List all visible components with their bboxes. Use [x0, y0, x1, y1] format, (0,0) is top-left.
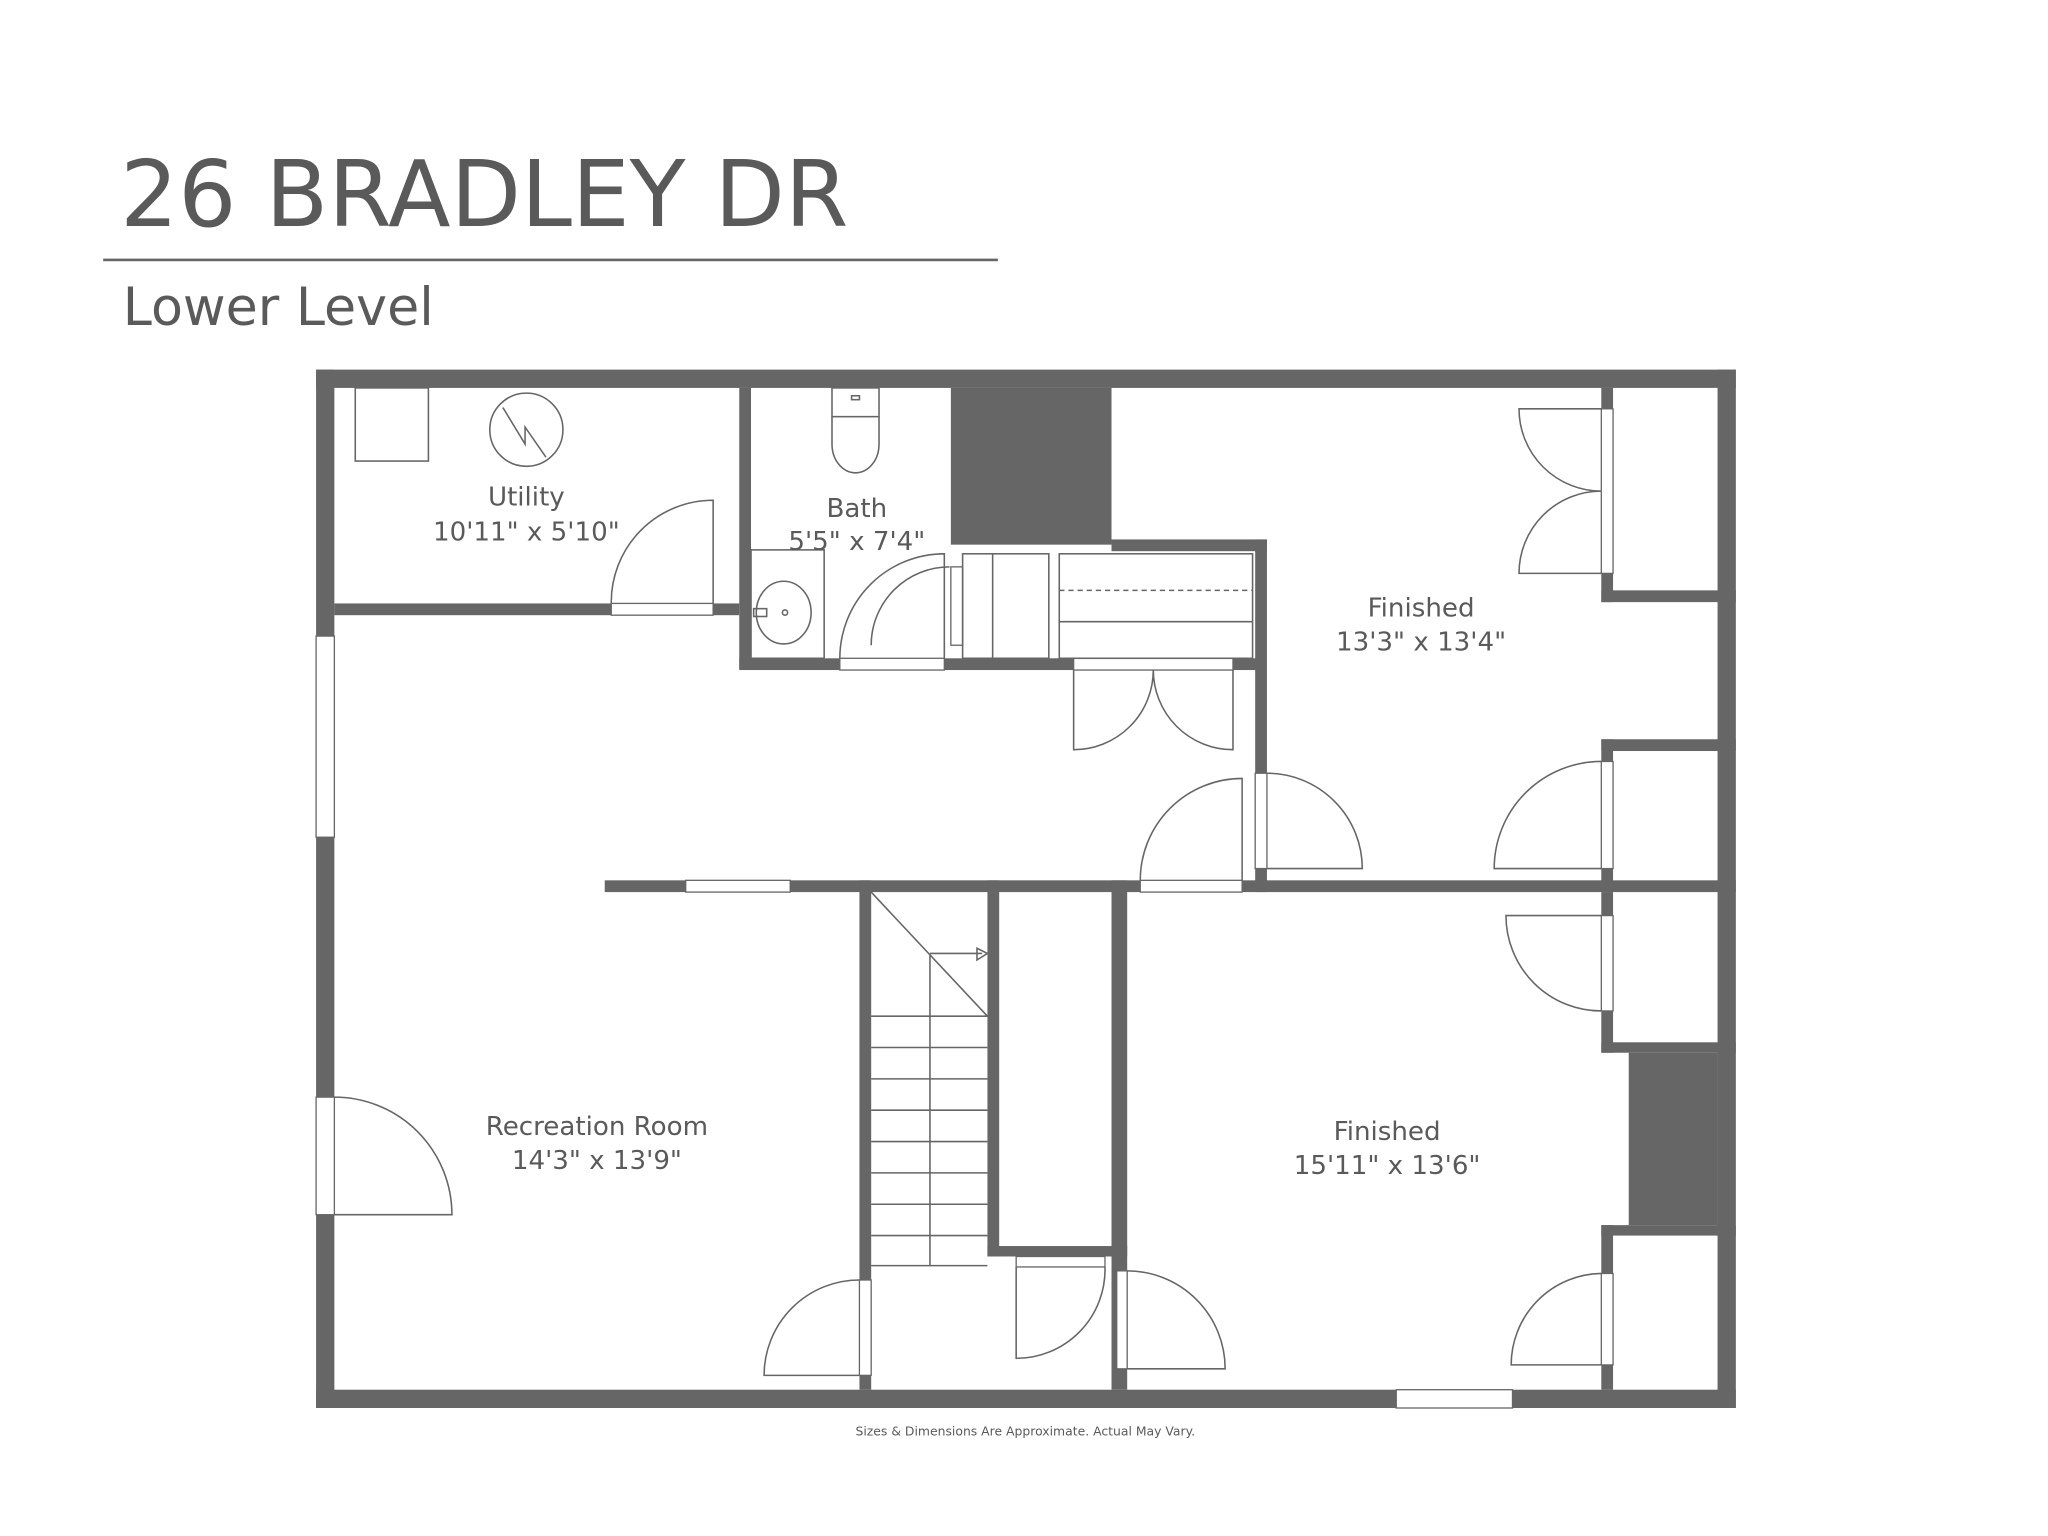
room-labels: Utility 10'11" x 5'10" Bath 5'5" x 7'4" … [433, 482, 1506, 1181]
room-size: 13'3" x 13'4" [1336, 627, 1506, 657]
room-name: Finished [1334, 1117, 1441, 1147]
room-name: Finished [1368, 593, 1475, 623]
room-size: 10'11" x 5'10" [433, 518, 620, 548]
windows-and-openings [315, 408, 1614, 1409]
room-size: 14'3" x 13'9" [512, 1146, 682, 1176]
disclaimer: Sizes & Dimensions Are Approximate. Actu… [856, 1423, 1196, 1438]
water-heater-icon [354, 387, 430, 462]
title-divider [103, 258, 998, 262]
property-title: 26 BRADLEY DR [120, 141, 848, 248]
room-name: Utility [488, 482, 565, 512]
door-swings [334, 408, 1602, 1377]
room-size: 5'5" x 7'4" [788, 527, 925, 557]
level-subtitle: Lower Level [123, 278, 434, 338]
fixtures [354, 387, 1254, 1267]
room-size: 15'11" x 13'6" [1294, 1151, 1481, 1181]
toilet-icon [831, 387, 880, 474]
room-name: Recreation Room [486, 1112, 708, 1142]
sink-icon [750, 549, 825, 660]
furnace-icon [489, 392, 564, 468]
staircase-icon [870, 891, 990, 1267]
closet-shelf [961, 553, 1254, 660]
room-name: Bath [826, 494, 887, 524]
